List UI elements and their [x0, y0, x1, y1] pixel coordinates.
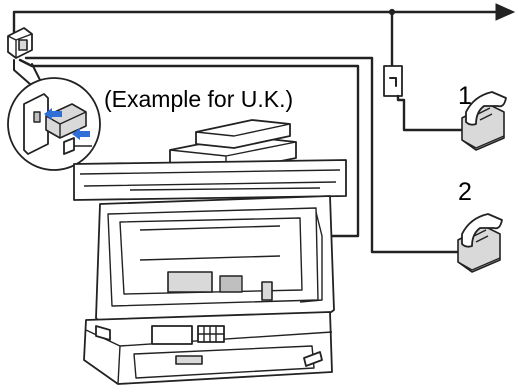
master-socket [8, 28, 32, 58]
telephone-line [14, 4, 514, 38]
wall-socket-icon [384, 66, 402, 96]
telephone-icon [458, 214, 502, 272]
callout [8, 60, 100, 170]
printer-icon [74, 120, 346, 384]
device-label-2: 2 [458, 180, 472, 205]
example-note: (Example for U.K.) [104, 88, 293, 111]
arrow-right-icon [496, 4, 514, 20]
device-label-1: 1 [458, 84, 472, 109]
extension-line-1 [384, 12, 466, 130]
